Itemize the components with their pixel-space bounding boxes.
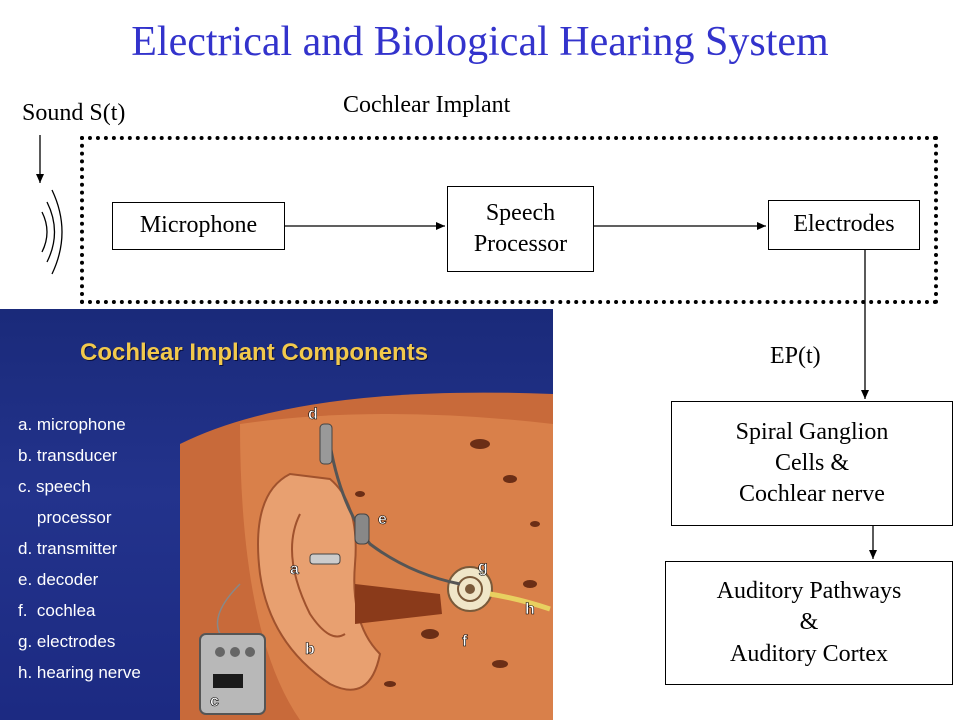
microphone-box: Microphone <box>112 202 285 250</box>
components-list: a. microphone b. transducer c. speech pr… <box>18 409 141 688</box>
spiral-ganglion-box: Spiral Ganglion Cells & Cochlear nerve <box>671 401 953 526</box>
sound-label: Sound S(t) <box>22 100 126 126</box>
callout-f: f <box>462 633 468 650</box>
list-item: processor <box>18 508 112 527</box>
callout-d: d <box>308 406 318 423</box>
callout-h: h <box>525 601 535 618</box>
list-item: f. cochlea <box>18 601 96 620</box>
cochlear-implant-label: Cochlear Implant <box>343 92 511 118</box>
callout-g: g <box>478 559 488 576</box>
callout-a: a <box>290 561 299 578</box>
list-item: e. decoder <box>18 570 99 589</box>
cochlear-implant-illustration: Cochlear Implant Components a. microphon… <box>0 309 553 720</box>
callout-e: e <box>378 511 387 528</box>
page-title: Electrical and Biological Hearing System <box>131 19 829 65</box>
list-item: d. transmitter <box>18 539 118 558</box>
ear-anatomy-drawing: a b c d e f g h <box>180 392 553 720</box>
callout-c: c <box>210 693 219 710</box>
speech-processor-box: Speech Processor <box>447 186 594 272</box>
list-item: h. hearing nerve <box>18 663 141 682</box>
auditory-pathways-box: Auditory Pathways & Auditory Cortex <box>665 561 953 685</box>
sound-wave-icon <box>41 189 63 275</box>
list-item: b. transducer <box>18 446 118 465</box>
callout-b: b <box>305 641 315 658</box>
illustration-title: Cochlear Implant Components <box>80 339 429 366</box>
cochlear-implant-boundary <box>80 136 938 304</box>
list-item: g. electrodes <box>18 632 116 651</box>
list-item: a. microphone <box>18 415 126 434</box>
ep-label: EP(t) <box>770 343 821 369</box>
electrodes-box: Electrodes <box>768 200 920 250</box>
list-item: c. speech <box>18 477 91 496</box>
